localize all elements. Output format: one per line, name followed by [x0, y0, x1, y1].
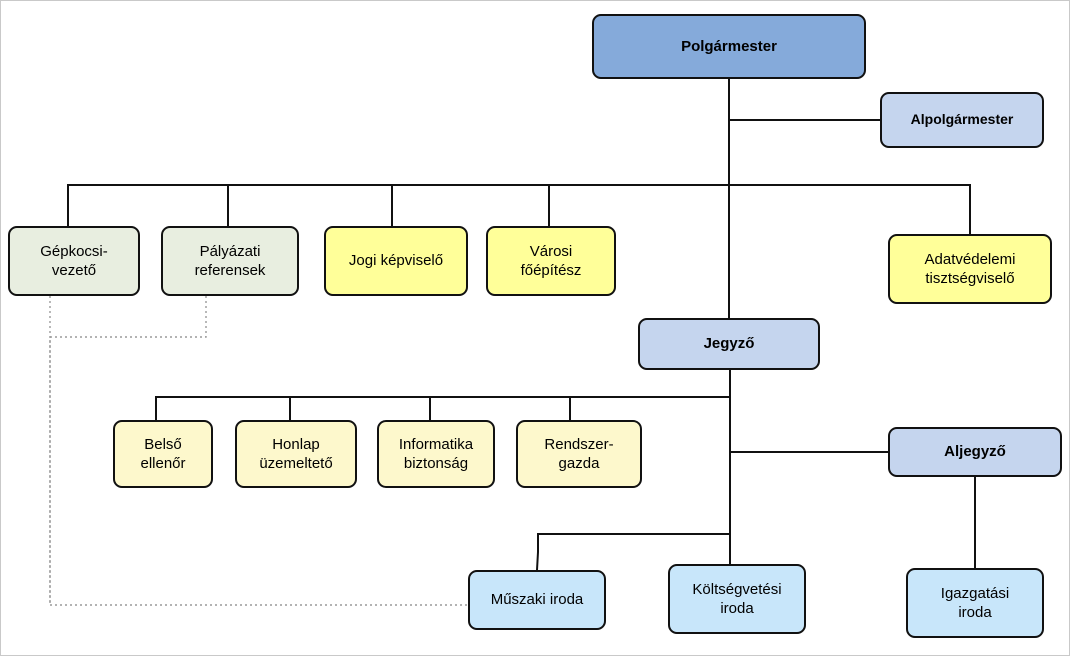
org-node-belso-ellenor[interactable]: Belső ellenőr — [113, 420, 213, 488]
org-node-koltsegvetesi-iroda[interactable]: Költségvetési iroda — [668, 564, 806, 634]
solid-connector-group — [67, 78, 976, 601]
org-node-adatvedelmi-tisztsegviselo[interactable]: Adatvédelemi tisztségviselő — [888, 234, 1052, 304]
org-node-palyazati-referensek[interactable]: Pályázati referensek — [161, 226, 299, 296]
org-node-varosi-foepitesz[interactable]: Városi főépítész — [486, 226, 616, 296]
org-node-muszaki-iroda[interactable]: Műszaki iroda — [468, 570, 606, 630]
org-node-jegyzo[interactable]: Jegyző — [638, 318, 820, 370]
org-node-polgarmester[interactable]: Polgármester — [592, 14, 866, 79]
org-node-gepkocsivezeto[interactable]: Gépkocsi- vezető — [8, 226, 140, 296]
org-node-rendszergazda[interactable]: Rendszer- gazda — [516, 420, 642, 488]
org-node-igazgatasi-iroda[interactable]: Igazgatási iroda — [906, 568, 1044, 638]
solid-edge-jegyzo-to-muszaki-iroda — [535, 533, 731, 572]
org-node-alpolgarmester[interactable]: Alpolgármester — [880, 92, 1044, 148]
org-node-aljegyzo[interactable]: Aljegyző — [888, 427, 1062, 477]
org-node-jogi-kepviselo[interactable]: Jogi képviselő — [324, 226, 468, 296]
dotted-connector-group — [49, 296, 468, 606]
org-node-informatika-biztonsag[interactable]: Informatika biztonság — [377, 420, 495, 488]
solid-edge-polgarmester-to-alpolgarmester — [728, 78, 881, 121]
org-node-honlap-uzemelteto[interactable]: Honlap üzemeltető — [235, 420, 357, 488]
